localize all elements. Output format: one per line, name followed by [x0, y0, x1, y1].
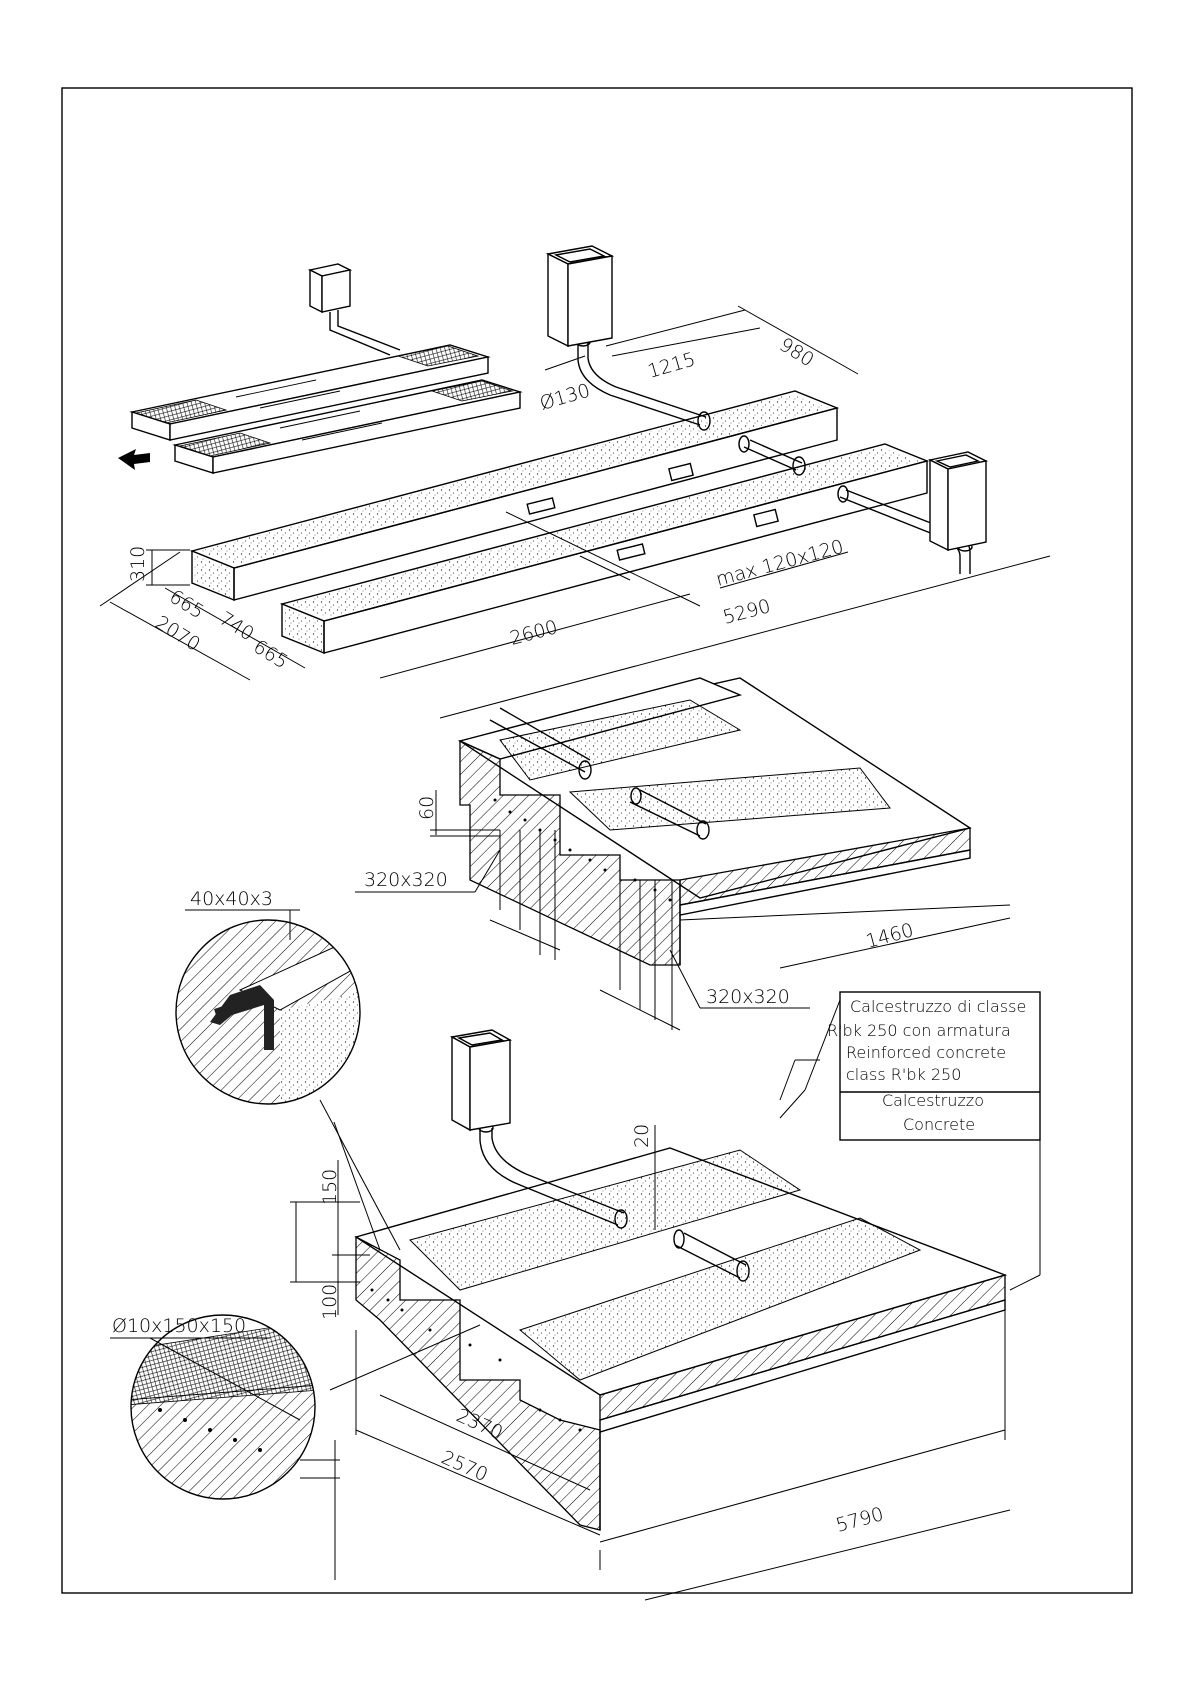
legend-line-1: Calcestruzzo di classe: [850, 997, 1026, 1016]
dim-60: 60: [416, 796, 438, 820]
dim-320b: 320x320: [706, 986, 790, 1008]
arrow-icon: [118, 449, 150, 470]
dim-2600: 2600: [508, 616, 560, 650]
dim-2570: 2570: [438, 1446, 491, 1486]
dim-130: Ø130: [537, 380, 592, 415]
dim-10: Ø10x150x150: [112, 1315, 246, 1337]
dim-100: 100: [319, 1284, 341, 1320]
dim-5290: 5290: [721, 595, 773, 629]
dim-310: 310: [127, 546, 149, 582]
legend-labels: Calcestruzzo di classe R'bk 250 con arma…: [827, 997, 1026, 1134]
dim-5790: 5790: [834, 1503, 886, 1537]
dim-665b: 665: [249, 636, 291, 674]
dim-150: 150: [319, 1169, 341, 1205]
detail-circle-mesh: [110, 1315, 340, 1580]
detail-circle-angle: [170, 910, 370, 1120]
top-dimensions: [100, 306, 1050, 718]
lift-platforms: [118, 264, 520, 473]
dim-40: 40x40x3: [190, 888, 273, 910]
dim-1460: 1460: [864, 919, 916, 953]
foundation-section-middle: [355, 678, 1010, 1030]
dim-980: 980: [775, 334, 817, 372]
dim-320a: 320x320: [364, 869, 448, 891]
legend-line-5: Calcestruzzo: [882, 1091, 984, 1110]
legend-line-3: Reinforced concrete: [846, 1043, 1006, 1062]
legend-line-6: Concrete: [903, 1115, 975, 1134]
legend-line-2: R'bk 250 con armatura: [827, 1021, 1011, 1040]
legend-line-4: class R'bk 250: [846, 1065, 961, 1084]
dim-1215: 1215: [645, 348, 698, 382]
dim-740: 740: [215, 608, 257, 646]
dim-20: 20: [631, 1124, 653, 1148]
